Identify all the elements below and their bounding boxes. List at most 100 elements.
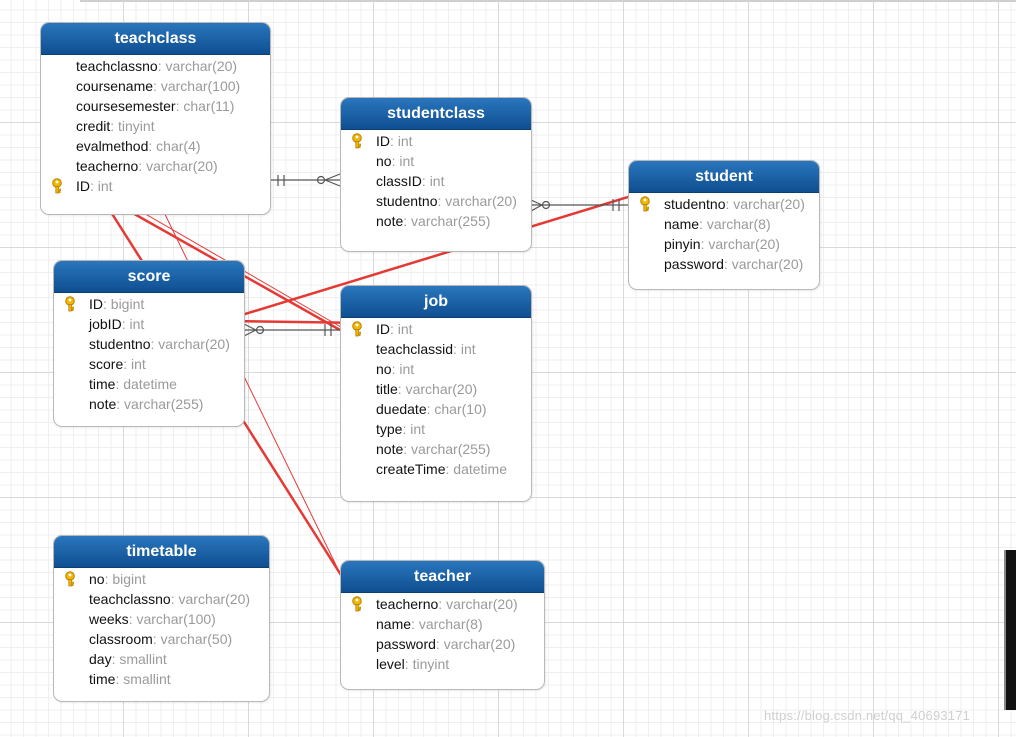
field-row[interactable]: no: int — [341, 359, 531, 379]
field-separator: : — [175, 98, 184, 114]
field-name: teacherno — [76, 158, 139, 174]
field-row[interactable]: studentno: varchar(20) — [54, 334, 244, 354]
field-row[interactable]: note: varchar(255) — [341, 211, 531, 231]
field-name: ID — [76, 178, 90, 194]
field-name: no — [376, 361, 392, 377]
field-row[interactable]: name: varchar(8) — [629, 214, 819, 234]
table-title: job — [341, 286, 531, 318]
field-row[interactable]: classID: int — [341, 171, 531, 191]
field-row[interactable]: weeks: varchar(100) — [54, 609, 269, 629]
field-type: int — [460, 341, 476, 357]
field-row[interactable]: note: varchar(255) — [341, 439, 531, 459]
field-row[interactable]: teachclassid: int — [341, 339, 531, 359]
field-type: varchar(50) — [160, 631, 233, 647]
field-name: teachclassid — [376, 341, 454, 357]
field-row[interactable]: type: int — [341, 419, 531, 439]
field-row[interactable]: no: int — [341, 151, 531, 171]
field-row[interactable]: jobID: int — [54, 314, 244, 334]
primary-key-field[interactable]: teacherno: varchar(20) — [341, 594, 544, 614]
table-title: teachclass — [41, 23, 270, 55]
field-separator: : — [391, 153, 400, 169]
primary-key-field[interactable]: no: bigint — [54, 569, 269, 589]
field-type: varchar(100) — [136, 611, 216, 627]
field-row[interactable]: title: varchar(20) — [341, 379, 531, 399]
primary-key-field[interactable]: studentno: varchar(20) — [629, 194, 819, 214]
field-row[interactable]: pinyin: varchar(20) — [629, 234, 819, 254]
field-type: datetime — [453, 461, 507, 477]
field-separator: : — [90, 178, 98, 194]
field-separator: : — [700, 236, 709, 252]
field-row[interactable]: teacherno: varchar(20) — [41, 156, 270, 176]
field-name: teachclassno — [76, 58, 158, 74]
field-row[interactable]: note: varchar(255) — [54, 394, 244, 414]
primary-key-field[interactable]: ID: int — [341, 131, 531, 151]
field-type: int — [397, 321, 413, 337]
field-separator: : — [404, 656, 413, 672]
field-row[interactable]: name: varchar(8) — [341, 614, 544, 634]
field-row[interactable]: coursename: varchar(100) — [41, 76, 270, 96]
field-separator: : — [121, 316, 130, 332]
field-type: int — [429, 173, 445, 189]
field-type: varchar(20) — [165, 58, 238, 74]
field-type: tinyint — [118, 118, 155, 134]
field-type: varchar(255) — [411, 213, 491, 229]
field-row[interactable]: level: tinyint — [341, 654, 544, 674]
field-row[interactable]: studentno: varchar(20) — [341, 191, 531, 211]
field-type: smallint — [123, 671, 171, 687]
field-type: bigint — [110, 296, 145, 312]
table-title: teacher — [341, 561, 544, 593]
field-row[interactable]: password: varchar(20) — [341, 634, 544, 654]
field-type: varchar(20) — [708, 236, 780, 252]
field-separator: : — [421, 173, 430, 189]
field-type: char(4) — [156, 138, 201, 154]
field-row[interactable]: classroom: varchar(50) — [54, 629, 269, 649]
field-type: varchar(20) — [158, 336, 230, 352]
field-row[interactable]: time: smallint — [54, 669, 269, 689]
field-type: bigint — [112, 571, 146, 587]
field-row[interactable]: createTime: datetime — [341, 459, 531, 479]
field-row[interactable]: score: int — [54, 354, 244, 374]
key-icon — [64, 571, 80, 587]
table-title: student — [629, 161, 819, 193]
field-name: coursename — [76, 78, 154, 94]
field-separator: : — [170, 591, 179, 607]
field-separator: : — [411, 616, 419, 632]
field-name: name — [664, 216, 700, 232]
field-type: varchar(20) — [731, 256, 804, 272]
key-icon — [351, 596, 367, 612]
field-type: varchar(255) — [124, 396, 204, 412]
field-type: char(10) — [434, 401, 487, 417]
field-name: level — [376, 656, 405, 672]
primary-key-field[interactable]: ID: int — [341, 319, 531, 339]
field-separator: : — [128, 611, 137, 627]
field-name: studentno — [89, 336, 151, 352]
field-row[interactable]: password: varchar(20) — [629, 254, 819, 274]
field-row[interactable]: time: datetime — [54, 374, 244, 394]
field-type: varchar(20) — [445, 193, 517, 209]
field-row[interactable]: coursesemester: char(11) — [41, 96, 270, 116]
field-name: title — [376, 381, 398, 397]
field-row[interactable]: duedate: char(10) — [341, 399, 531, 419]
field-name: day — [89, 651, 112, 667]
field-name: weeks — [89, 611, 129, 627]
primary-key-field[interactable]: ID: int — [41, 176, 270, 196]
table-title: studentclass — [341, 98, 531, 130]
field-type: varchar(20) — [443, 636, 516, 652]
field-separator: : — [725, 196, 734, 212]
field-row[interactable]: credit: tinyint — [41, 116, 270, 136]
field-row[interactable]: day: smallint — [54, 649, 269, 669]
primary-key-field[interactable]: ID: bigint — [54, 294, 244, 314]
field-row[interactable]: teachclassno: varchar(20) — [41, 56, 270, 76]
field-name: no — [89, 571, 105, 587]
field-row[interactable]: evalmethod: char(4) — [41, 136, 270, 156]
field-row[interactable]: teachclassno: varchar(20) — [54, 589, 269, 609]
